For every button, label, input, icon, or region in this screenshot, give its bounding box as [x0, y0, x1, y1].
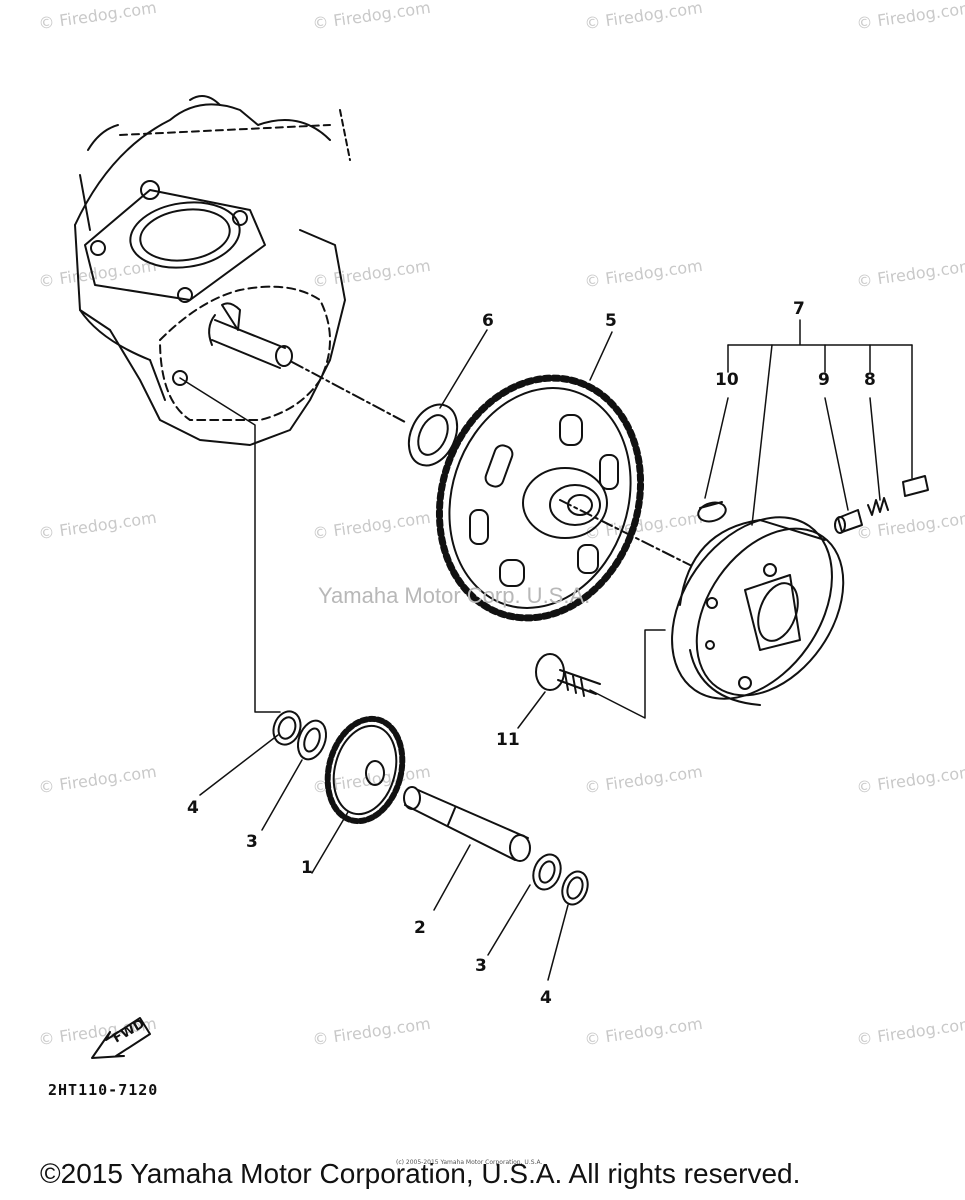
washer-6 [407, 403, 459, 467]
washer-3 [296, 719, 328, 761]
roller-10 [697, 501, 727, 523]
circlip-4 [561, 870, 589, 906]
callout-2: 2 [414, 918, 426, 938]
tiny-copyright: (c) 2005-2015 Yamaha Motor Corporation, … [396, 1159, 543, 1166]
center-watermark: Yamaha Motor Corp. U.S.A. [318, 583, 591, 608]
circlip-4 [272, 710, 302, 746]
fwd-arrow [91, 1017, 151, 1059]
small-gear-1 [324, 715, 406, 825]
axis-line [589, 629, 666, 719]
axis-line [291, 361, 406, 423]
callout-9: 9 [818, 370, 830, 390]
axis-line [179, 377, 281, 713]
callout-leaders [199, 319, 913, 981]
engine-crankcase [74, 95, 351, 446]
plunger-9 [834, 509, 863, 534]
callout-7: 7 [793, 299, 805, 319]
bolt-11 [535, 653, 601, 697]
callout-3: 3 [475, 956, 487, 976]
callout-4: 4 [540, 988, 552, 1008]
copyright-notice: ©2015 Yamaha Motor Corporation, U.S.A. A… [40, 1158, 801, 1189]
large-gear-5 [435, 374, 645, 622]
callout-8: 8 [864, 370, 876, 390]
axis-line [559, 499, 691, 566]
callout-1: 1 [301, 858, 313, 878]
callout-6: 6 [482, 311, 494, 331]
callout-3: 3 [246, 832, 258, 852]
callout-4: 4 [187, 798, 199, 818]
callout-10: 10 [715, 370, 739, 390]
callout-11: 11 [496, 730, 520, 750]
callout-5: 5 [605, 311, 617, 331]
starter-clutch-7 [671, 516, 845, 706]
spring-8 [867, 497, 889, 516]
shaft-2 [403, 786, 531, 862]
washer-3 [532, 853, 562, 891]
diagram-code: 2HT110-7120 [48, 1081, 159, 1099]
cap-8 [902, 475, 929, 497]
